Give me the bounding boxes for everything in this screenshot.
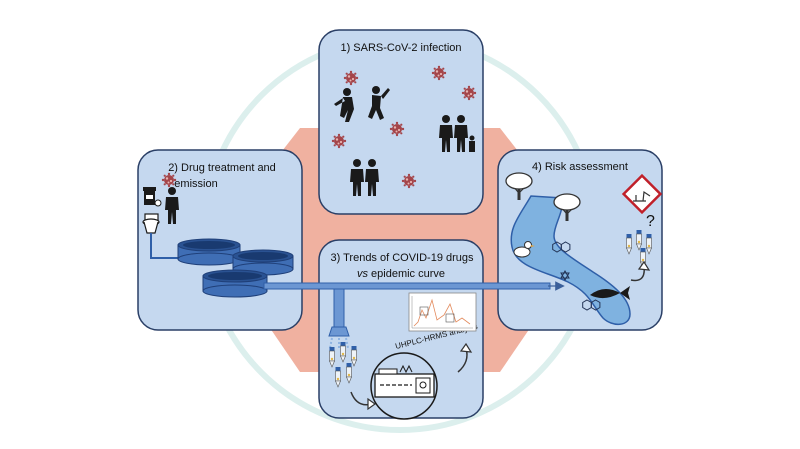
hazard-question-mark: ? bbox=[646, 213, 655, 230]
panel-infection-title: 1) SARS-CoV-2 infection bbox=[340, 42, 461, 54]
virus-icon bbox=[331, 133, 347, 149]
treatment-tank bbox=[177, 238, 241, 266]
curved-arrow-head bbox=[367, 397, 377, 411]
family-icon bbox=[439, 115, 475, 152]
effluent-pipe bbox=[263, 281, 565, 291]
virus-icon bbox=[401, 173, 417, 189]
molecule-icon bbox=[560, 269, 570, 282]
virus-icon bbox=[461, 85, 477, 101]
instrument-icon bbox=[370, 352, 438, 420]
virus-icon bbox=[161, 172, 177, 188]
virus-icon bbox=[431, 65, 447, 81]
sewer-pipe bbox=[150, 233, 178, 259]
panel-risk: 4) Risk assessment ? bbox=[497, 149, 663, 331]
panel-treatment-title-line2: emission bbox=[174, 178, 217, 190]
title-vs: vs bbox=[357, 268, 369, 280]
virus-icon bbox=[343, 70, 359, 86]
duck-icon bbox=[513, 241, 535, 258]
curved-arrow-head bbox=[637, 260, 651, 271]
title-rest: epidemic curve bbox=[368, 268, 445, 280]
panel-trends-title-line1: 3) Trends of COVID-19 drugs bbox=[330, 252, 474, 264]
treatment-tank bbox=[202, 269, 268, 298]
chart-thumbnail bbox=[408, 292, 477, 332]
sampling-tube bbox=[328, 282, 350, 350]
panel-treatment-title-line1: 2) Drug treatment and bbox=[168, 162, 276, 174]
panel-risk-title: 4) Risk assessment bbox=[532, 161, 628, 173]
panel-infection: 1) SARS-CoV-2 infection bbox=[318, 29, 484, 215]
fish-icon bbox=[590, 286, 630, 300]
environmental-hazard-icon bbox=[621, 173, 663, 215]
panel-trends: 3) Trends of COVID-19 drugs vs epidemic … bbox=[318, 239, 484, 420]
virus-icon bbox=[389, 121, 405, 137]
panel-treatment: 2) Drug treatment and emission bbox=[137, 149, 303, 331]
pill-bottle-icon bbox=[143, 187, 162, 207]
panel-trends-title-line2: vs epidemic curve bbox=[357, 268, 445, 280]
curved-arrow-head bbox=[459, 342, 473, 353]
dancing-people-icon bbox=[334, 86, 390, 122]
